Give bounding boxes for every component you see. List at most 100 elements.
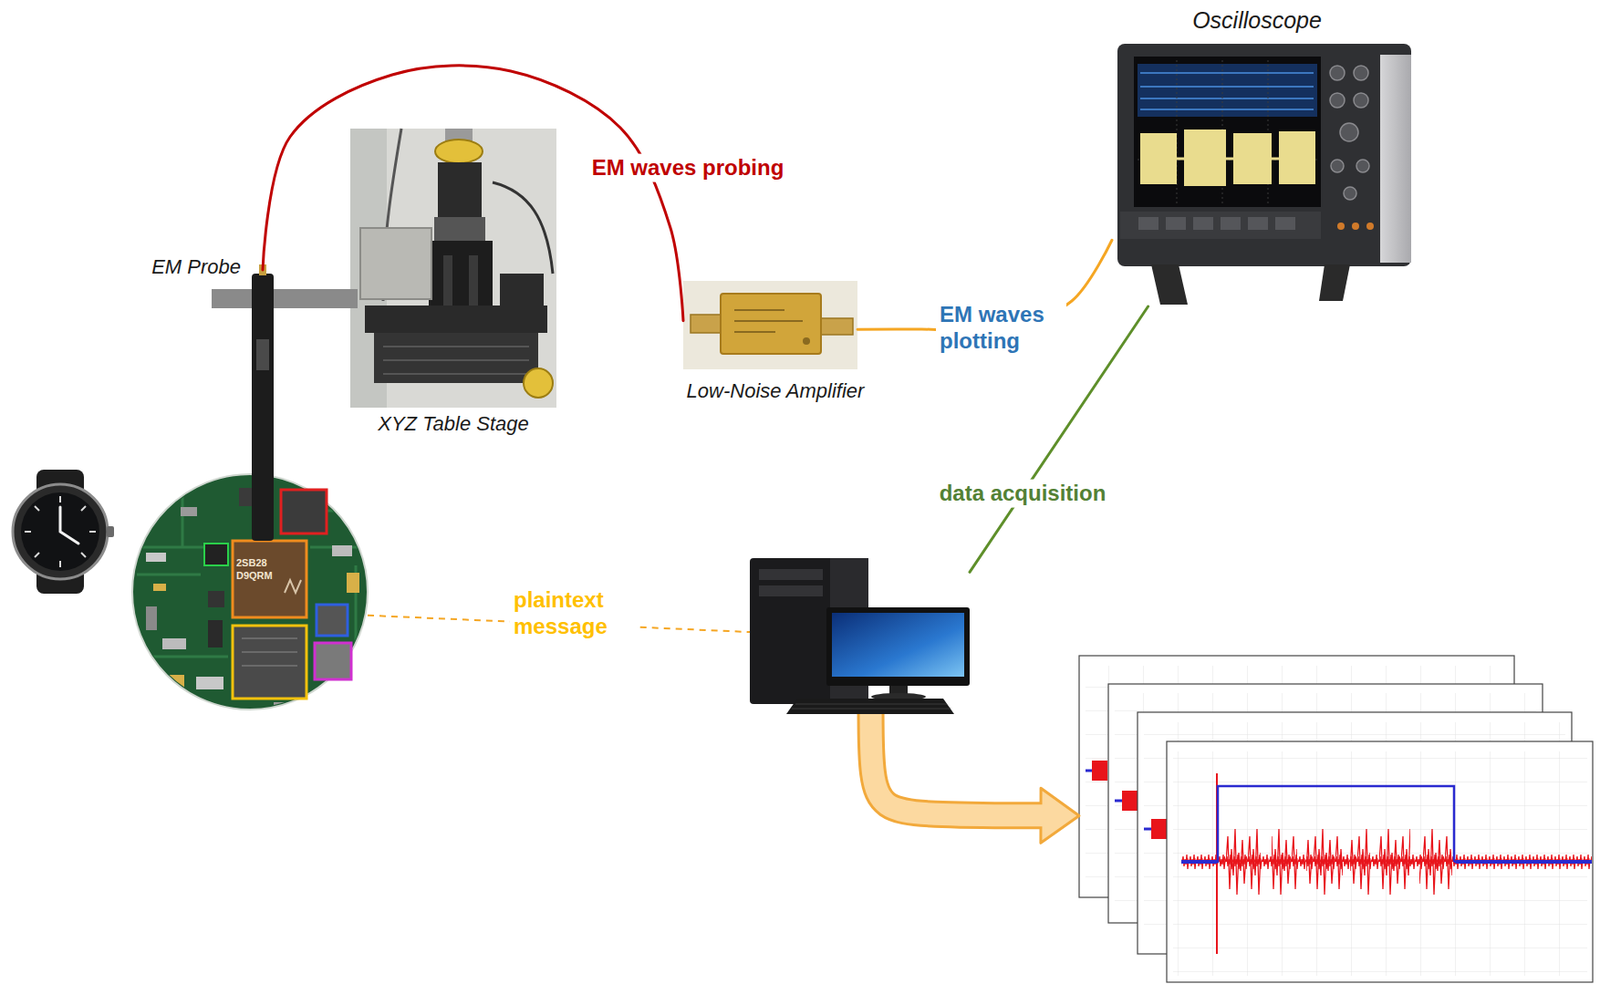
- trace-sheets: [1350, 825, 1371, 899]
- trace-sheets: [1224, 825, 1261, 899]
- computer-drawing: [786, 698, 955, 715]
- oscilloscope-drawing: [1133, 56, 1321, 208]
- circuit-board-drawing: [314, 643, 352, 680]
- oscilloscope-drawing: [1329, 93, 1345, 108]
- oscilloscope-drawing: [1151, 264, 1188, 305]
- oscilloscope-drawing: [1351, 222, 1360, 230]
- trace-sheets: [1151, 819, 1167, 840]
- circuit-board-drawing: [232, 625, 307, 699]
- device-label: EM Probe: [151, 255, 241, 280]
- circuit-board-drawing: [280, 489, 327, 534]
- oscilloscope-drawing: [1140, 72, 1314, 110]
- oscilloscope-drawing: [1278, 131, 1316, 185]
- circuit-board-drawing: [145, 552, 167, 562]
- oscilloscope-drawing: [1340, 123, 1359, 142]
- oscilloscope: Oscilloscope: [1111, 41, 1413, 307]
- connection-label: EM waves plotting: [935, 301, 1067, 356]
- xyz-stage-drawing: [523, 368, 553, 398]
- trace-stack: [1079, 655, 1597, 983]
- oscilloscope-drawing: [1353, 65, 1369, 81]
- connector-line: [262, 65, 684, 322]
- circuit-board-drawing: [153, 583, 167, 592]
- chip-marking: 2SB28 D9QRM: [236, 557, 281, 583]
- em-probe: EM Probe: [244, 270, 281, 541]
- circuit-board-drawing: [169, 675, 185, 690]
- arrow-head: [1040, 788, 1080, 843]
- amplifier-drawing: [820, 318, 853, 335]
- oscilloscope-drawing: [1140, 133, 1177, 185]
- oscilloscope-drawing: [1366, 222, 1374, 230]
- trace-sheets: [1166, 741, 1593, 983]
- circuit-board-drawing: [136, 474, 365, 703]
- oscilloscope-drawing: [1193, 217, 1214, 230]
- computer: [749, 556, 970, 715]
- computer-drawing: [758, 569, 823, 581]
- oscilloscope-drawing: [1220, 217, 1241, 230]
- circuit-board-drawing: [241, 638, 298, 666]
- probe-mount: [251, 273, 274, 541]
- xyz-stage-drawing: [492, 182, 553, 274]
- probe-mount: [211, 264, 358, 541]
- trace-sheets: [1271, 825, 1298, 899]
- oscilloscope-drawing: [1184, 129, 1226, 187]
- oscilloscope-drawing: [1329, 65, 1370, 200]
- circuit-board-drawing: [284, 580, 302, 593]
- smartwatch: [12, 469, 115, 594]
- xyz-stage-drawing: [435, 139, 483, 164]
- circuit-board-drawing: [196, 676, 224, 690]
- circuit-board-drawing: [207, 620, 223, 648]
- xyz-stage-drawing: [437, 162, 482, 218]
- circuit-board-drawing: [145, 606, 157, 631]
- circuit-board-drawing: [204, 543, 229, 566]
- device-label: Low-Noise Amplifier: [686, 379, 865, 404]
- smartwatch: [20, 492, 100, 572]
- amplifier-drawing: [690, 314, 722, 333]
- oscilloscope-drawing: [1176, 157, 1279, 161]
- oscilloscope-drawing: [1233, 133, 1272, 185]
- circuit-board-drawing: [132, 474, 368, 710]
- amplifier-drawing: [683, 280, 858, 370]
- device-label: Oscilloscope: [1192, 6, 1322, 34]
- circuit-board-drawing: [132, 474, 368, 712]
- output-arrow: [871, 714, 1080, 843]
- xyz-stage-drawing: [350, 128, 557, 408]
- trace-sheets: [1379, 825, 1411, 899]
- trace-sheets: [1091, 760, 1108, 781]
- oscilloscope-drawing: [1319, 264, 1351, 302]
- connection-label: plaintext message: [509, 586, 636, 642]
- oscilloscope-drawing: [1330, 159, 1344, 173]
- oscilloscope-drawing: [1137, 60, 1318, 205]
- oscilloscope-drawing: [1137, 63, 1318, 117]
- trace-sheets: [1122, 790, 1138, 811]
- xyz-stage-drawing: [374, 332, 539, 384]
- trace-sheets: [1079, 655, 1593, 983]
- xyz-stage-drawing: [499, 273, 544, 311]
- smartwatch: [106, 526, 115, 538]
- xyz-stage-drawing: [434, 217, 486, 241]
- probe-mount: [211, 289, 358, 309]
- oscilloscope-drawing: [1120, 211, 1321, 239]
- circuit-board-drawing: [180, 507, 198, 517]
- oscilloscope-drawing: [1138, 217, 1159, 230]
- oscilloscope-drawing: [1329, 65, 1345, 81]
- probe-cable: [262, 65, 684, 322]
- smartwatch: [60, 507, 79, 544]
- xyz-stage-drawing: [360, 228, 432, 300]
- circuit-board: 2SB28 D9QRM: [132, 474, 368, 710]
- circuit-board-drawing: [207, 591, 225, 608]
- smartwatch: [12, 484, 108, 580]
- circuit-board-drawing: [136, 474, 365, 712]
- circuit-board-drawing: [316, 604, 348, 636]
- probe-mount: [256, 339, 270, 371]
- oscilloscope-drawing: [1337, 222, 1345, 230]
- connection-label: data acquisition: [935, 479, 1111, 509]
- trace-sheets: [1419, 825, 1453, 899]
- amplifier: Low-Noise Amplifier: [683, 280, 858, 370]
- circuit-board-drawing: [232, 540, 307, 618]
- connection-label: EM waves probing: [588, 154, 789, 183]
- xyz-stage-drawing: [383, 346, 530, 375]
- circuit-board-drawing: [332, 545, 353, 557]
